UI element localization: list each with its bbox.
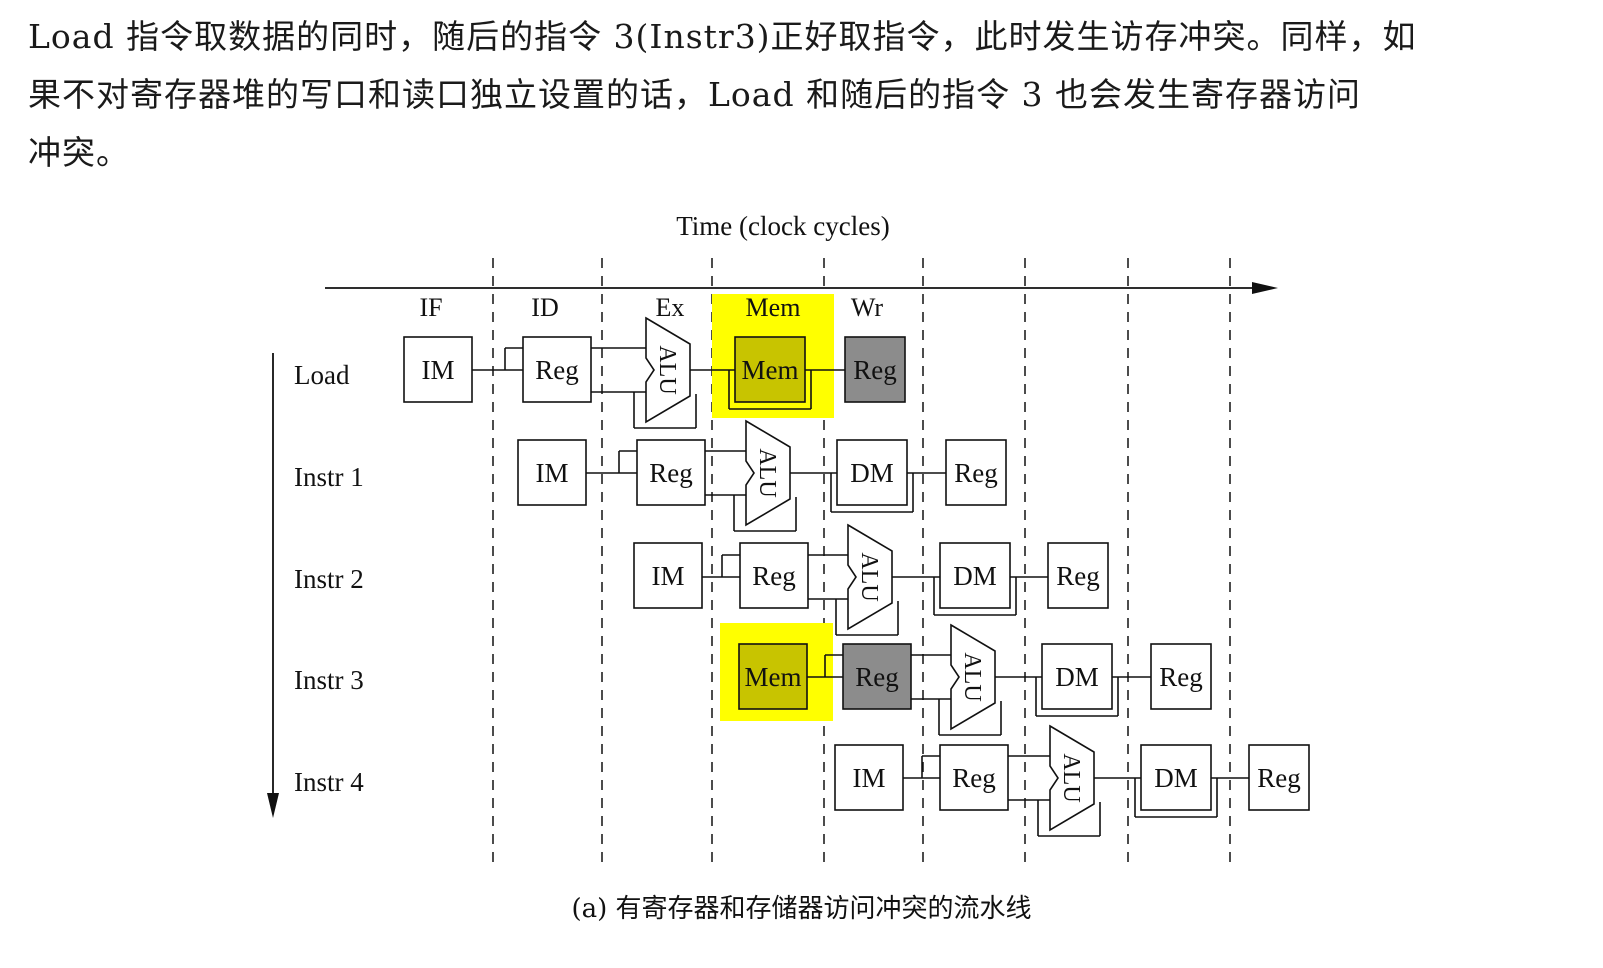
reg-write-instr-1	[945, 439, 1007, 506]
paragraph-line-3: 冲突。	[28, 133, 130, 172]
time-axis-label: Time (clock cycles)	[676, 211, 889, 241]
alu-instr-1-label: ALU	[754, 448, 780, 497]
alu-instr-3	[950, 623, 996, 731]
data-memory-instr-1-label: DM	[850, 458, 894, 488]
stage-label-ex: Ex	[656, 293, 685, 322]
figure-caption: (a) 有寄存器和存储器访问冲突的流水线	[571, 894, 1032, 924]
reg-write-instr-1-label: Reg	[954, 458, 998, 488]
reg-read-instr-3-label: Reg	[855, 662, 899, 692]
reg-write-instr-2	[1047, 542, 1109, 609]
reg-read-instr-4-label: Reg	[952, 763, 996, 793]
alu-load	[645, 316, 691, 424]
alu-instr-1	[745, 419, 791, 527]
stage-label-wr: Wr	[851, 293, 883, 322]
stage-label-id: ID	[531, 293, 558, 322]
reg-read-instr-2	[739, 542, 809, 609]
data-memory-instr-1	[836, 439, 908, 506]
fetch-unit-instr-1-label: IM	[536, 458, 569, 488]
reg-read-instr-2-label: Reg	[752, 561, 796, 591]
fetch-unit-instr-2-label: IM	[652, 561, 685, 591]
reg-write-instr-4	[1248, 744, 1310, 811]
reg-write-load-label: Reg	[853, 355, 897, 385]
reg-read-instr-1	[636, 439, 706, 506]
fetch-unit-instr-4	[834, 744, 904, 811]
instruction-order-arrowhead	[267, 793, 279, 818]
reg-read-instr-3	[842, 643, 912, 710]
stage-label-mem: Mem	[746, 293, 801, 322]
fetch-unit-instr-3	[738, 643, 808, 710]
data-memory-load-label: Mem	[742, 355, 799, 385]
data-memory-instr-3-label: DM	[1055, 662, 1099, 692]
reg-read-instr-1-label: Reg	[649, 458, 693, 488]
data-memory-load	[734, 336, 806, 403]
alu-instr-3-label: ALU	[959, 652, 985, 701]
reg-write-instr-3-label: Reg	[1159, 662, 1203, 692]
row-label-instr-1: Instr 1	[294, 462, 364, 492]
alu-instr-2	[847, 523, 893, 631]
description-paragraph: Load 指令取数据的同时，随后的指令 3(Instr3)正好取指令，此时发生访…	[28, 8, 1578, 182]
alu-instr-4	[1049, 724, 1095, 832]
reg-read-load-label: Reg	[535, 355, 579, 385]
reg-write-instr-2-label: Reg	[1056, 561, 1100, 591]
fetch-unit-instr-2	[633, 542, 703, 609]
row-label-load: Load	[294, 360, 350, 390]
alu-instr-2-label: ALU	[856, 552, 882, 601]
reg-read-load	[522, 336, 592, 403]
fetch-unit-instr-3-label: Mem	[745, 662, 802, 692]
paragraph-line-2: 果不对寄存器堆的写口和读口独立设置的话，Load 和随后的指令 3 也会发生寄存…	[28, 75, 1362, 114]
row-label-instr-4: Instr 4	[294, 767, 364, 797]
data-memory-instr-4-label: DM	[1154, 763, 1198, 793]
alu-load-label: ALU	[654, 345, 680, 394]
row-label-instr-2: Instr 2	[294, 564, 364, 594]
paragraph-line-1: Load 指令取数据的同时，随后的指令 3(Instr3)正好取指令，此时发生访…	[28, 17, 1417, 56]
time-axis-arrowhead	[1252, 282, 1278, 294]
fetch-unit-instr-4-label: IM	[853, 763, 886, 793]
row-label-instr-3: Instr 3	[294, 665, 364, 695]
data-memory-instr-2	[939, 542, 1011, 609]
data-memory-instr-2-label: DM	[953, 561, 997, 591]
stage-label-if: IF	[419, 293, 442, 322]
alu-instr-4-label: ALU	[1058, 753, 1084, 802]
reg-write-load	[844, 336, 906, 403]
reg-write-instr-4-label: Reg	[1257, 763, 1301, 793]
fetch-unit-load-label: IM	[422, 355, 455, 385]
reg-read-instr-4	[939, 744, 1009, 811]
reg-write-instr-3	[1150, 643, 1212, 710]
